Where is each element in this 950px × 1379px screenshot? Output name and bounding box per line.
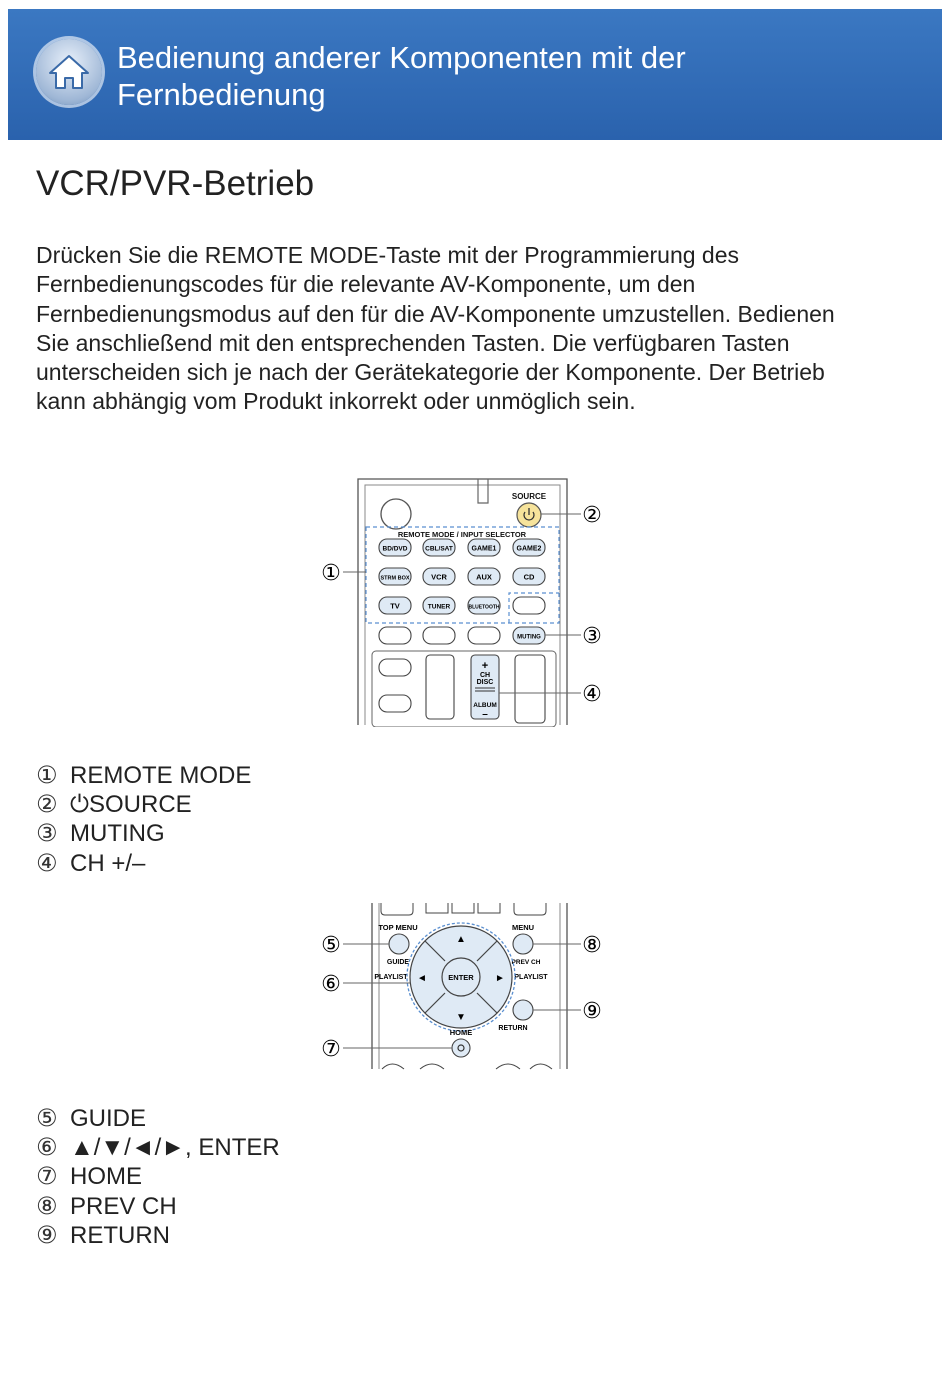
dpad-highlight [406, 922, 516, 1032]
tv-button[interactable] [378, 596, 412, 615]
game1-button[interactable] [467, 538, 501, 557]
callout-3: ③ [582, 623, 602, 648]
guide-label: GUIDE [387, 959, 410, 966]
callout-4: ④ [582, 681, 602, 706]
callout-2: ② [582, 502, 602, 527]
blank-button[interactable] [512, 596, 546, 615]
arrow-right-icon[interactable]: ► [495, 973, 505, 984]
ch-label: CH [480, 672, 490, 679]
arrow-up-icon[interactable]: ▲ [456, 934, 466, 945]
cd-label: CD [524, 573, 535, 582]
header-banner: Bedienung anderer Komponenten mit der Fe… [8, 9, 942, 140]
enter-button[interactable] [441, 957, 481, 997]
aux-label: AUX [476, 573, 492, 582]
arrow-down-icon[interactable]: ▼ [456, 1012, 466, 1023]
strm-box-button[interactable] [378, 567, 412, 586]
callout-1: ① [321, 560, 341, 585]
strm-box-label: STRM BOX [380, 576, 409, 582]
muting-label: MUTING [517, 635, 541, 641]
return-button[interactable] [512, 999, 534, 1021]
game2-button[interactable] [512, 538, 546, 557]
header-title-line1: Bedienung anderer Komponenten mit der [117, 40, 686, 75]
top-menu-label: TOP MENU [378, 923, 417, 932]
callout-5: ⑤ [321, 932, 341, 957]
remote-figure-top: SOURCE REMOTE MODE / INPUT SELECTOR BD/D… [321, 478, 602, 727]
callout-8: ⑧ [582, 932, 602, 957]
home-button[interactable] [36, 39, 102, 105]
prev-ch-button[interactable] [512, 933, 534, 955]
menu-label: MENU [512, 923, 534, 932]
ch-plus-label: + [482, 660, 488, 672]
ch-minus-label: – [482, 709, 488, 720]
power-icon [523, 508, 535, 521]
cbl-sat-button[interactable] [422, 538, 456, 557]
tv-label: TV [390, 602, 400, 611]
home-label: HOME [450, 1028, 473, 1037]
arrow-left-icon[interactable]: ◄ [417, 973, 427, 984]
legend-item: ②⏻SOURCE [36, 791, 192, 819]
callout-7: ⑦ [321, 1036, 341, 1061]
game1-label: GAME1 [472, 546, 497, 553]
prev-ch-label: PREV CH [512, 959, 541, 966]
aux-button[interactable] [467, 567, 501, 586]
vcr-button[interactable] [422, 567, 456, 586]
remote-figure-nav: TOP MENU MENU GUIDE PREV CH PLAYLIST PLA… [321, 903, 602, 1070]
remote-mode-highlight [365, 526, 560, 624]
intro-paragraph: Drücken Sie die REMOTE MODE-Taste mit de… [36, 242, 835, 415]
source-label: SOURCE [512, 492, 547, 501]
tuner-label: TUNER [428, 604, 451, 611]
vcr-label: VCR [431, 573, 447, 582]
return-label: RETURN [498, 1025, 527, 1032]
bd-dvd-button[interactable] [378, 538, 412, 557]
callout-6: ⑥ [321, 971, 341, 996]
disc-label: DISC [477, 679, 494, 686]
page-title: VCR/PVR-Betrieb [36, 164, 315, 203]
header-title-line2: Fernbedienung [117, 77, 326, 112]
bluetooth-button[interactable] [467, 596, 501, 615]
cd-button[interactable] [512, 567, 546, 586]
home-button-icon [457, 1044, 465, 1052]
playlist-right-label: PLAYLIST [514, 974, 548, 981]
guide-button[interactable] [388, 933, 410, 955]
home-remote-button[interactable] [451, 1038, 471, 1058]
remote-mode-section-label: REMOTE MODE / INPUT SELECTOR [398, 530, 527, 539]
header-title: Bedienung anderer Komponenten mit der Fe… [117, 39, 686, 113]
cbl-sat-label: CBL/SAT [425, 546, 453, 553]
legend-item: ⑥▲/▼/◄/►, ENTER [36, 1134, 280, 1162]
game2-label: GAME2 [517, 546, 542, 553]
tuner-button[interactable] [422, 596, 456, 615]
ch-disc-rocker[interactable] [470, 654, 500, 720]
bd-dvd-label: BD/DVD [383, 546, 408, 553]
bluetooth-label: BLUETOOTH [468, 605, 499, 611]
playlist-left-label: PLAYLIST [374, 974, 408, 981]
home-icon [49, 55, 89, 89]
enter-label: ENTER [448, 973, 474, 982]
album-label: ALBUM [473, 702, 496, 709]
callout-9: ⑨ [582, 998, 602, 1023]
